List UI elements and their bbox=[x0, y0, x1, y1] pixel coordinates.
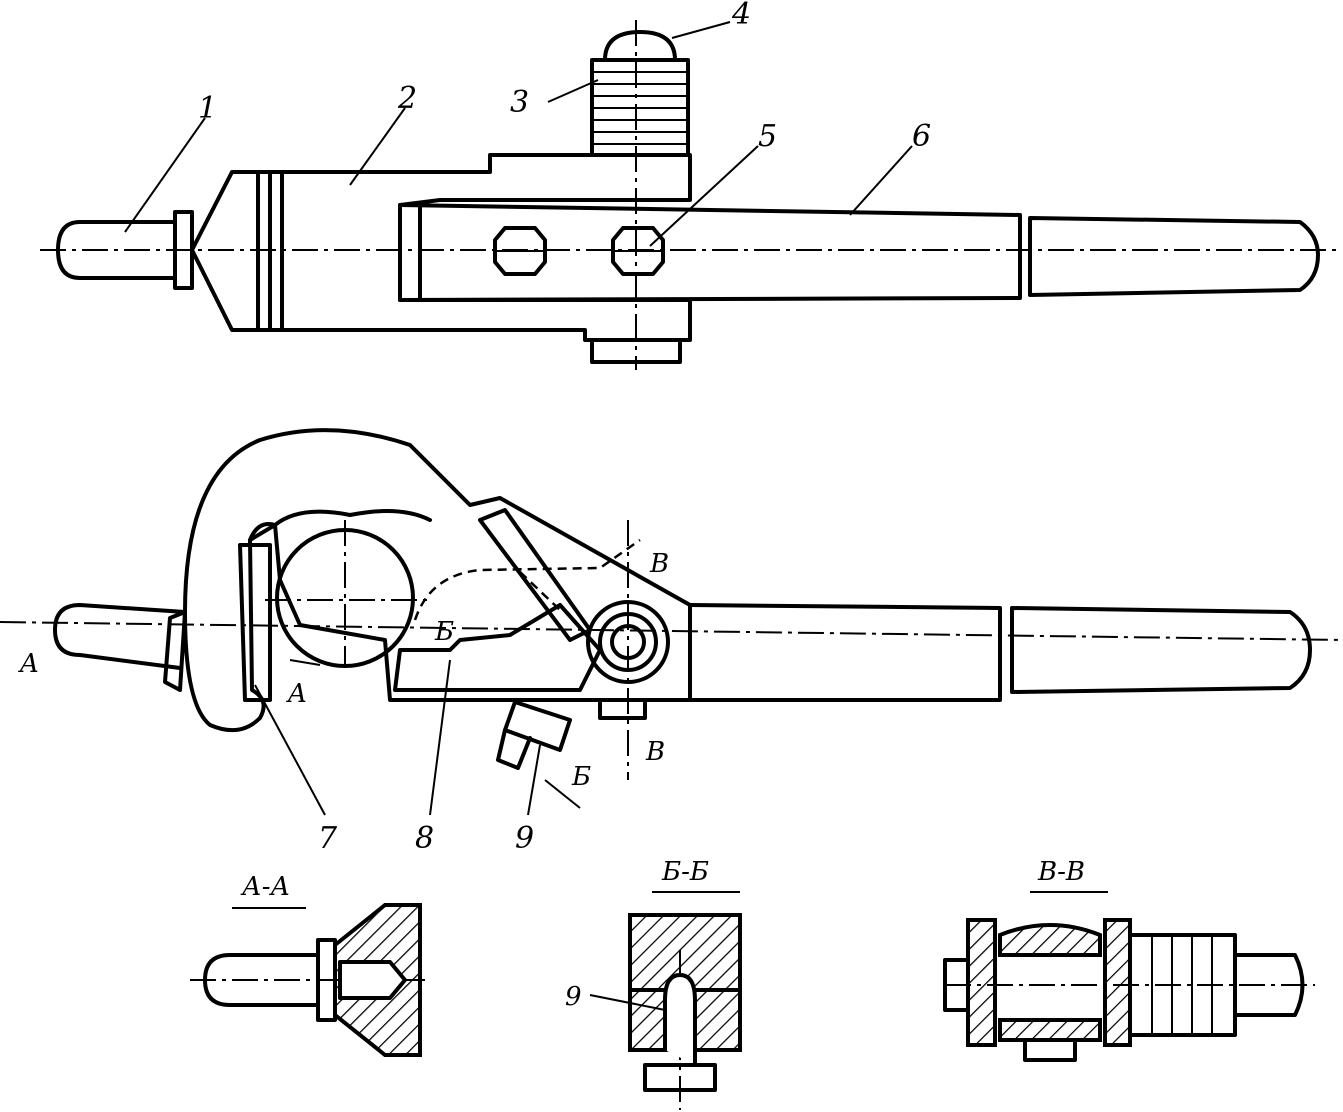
hook-inner bbox=[248, 509, 432, 542]
section-mark-v-lower: В bbox=[645, 737, 665, 767]
label-part-5: 5 bbox=[758, 119, 777, 154]
hook-body bbox=[183, 428, 692, 733]
lever-part-8 bbox=[393, 603, 602, 692]
section-aa: А-А bbox=[190, 872, 425, 1057]
section-vv-tip bbox=[1233, 953, 1305, 1017]
label-part-7: 7 bbox=[318, 821, 338, 856]
section-aa-title: А-А bbox=[240, 872, 290, 902]
section-a-mark bbox=[289, 659, 321, 666]
section-vv-nut bbox=[1023, 1038, 1077, 1062]
section-mark-a-right: A bbox=[286, 679, 307, 709]
section-bb-leader bbox=[589, 994, 666, 1011]
label-part-2: 2 bbox=[397, 81, 417, 116]
front-handle bbox=[688, 603, 1002, 702]
section-bb-screw-head bbox=[643, 1063, 717, 1092]
label-part-6: 6 bbox=[912, 119, 931, 154]
eye-spring-inner bbox=[610, 624, 646, 660]
hex-bolt-1 bbox=[493, 226, 547, 276]
leader-2 bbox=[349, 107, 406, 186]
section-bb-title: Б-Б bbox=[661, 857, 709, 887]
handle-grip bbox=[1028, 216, 1320, 297]
hidden-edge bbox=[413, 538, 641, 621]
front-view: 7 8 9 A A Б Б В В bbox=[0, 428, 1343, 856]
section-vv-title: В-В bbox=[1037, 857, 1085, 887]
section-aa-nut bbox=[316, 938, 337, 1022]
leader-9 bbox=[527, 744, 541, 816]
front-bottom-nut bbox=[598, 698, 647, 720]
section-b-lower-mark bbox=[544, 779, 581, 809]
eye-spring-mid bbox=[598, 612, 658, 672]
screw-head bbox=[496, 728, 532, 770]
cap-part-4 bbox=[603, 30, 677, 62]
section-mark-a-left: A bbox=[18, 649, 39, 679]
section-mark-b-upper: Б bbox=[434, 617, 454, 647]
hex-bolt-2 bbox=[611, 226, 665, 276]
label-part-3: 3 bbox=[510, 85, 529, 120]
roller bbox=[275, 528, 415, 668]
leader-1 bbox=[124, 117, 206, 233]
leader-4 bbox=[671, 21, 731, 39]
section-aa-insert bbox=[338, 960, 407, 1000]
section-vv-base bbox=[998, 1018, 1102, 1042]
label-part-9: 9 bbox=[515, 821, 534, 856]
section-vv-spring bbox=[1128, 933, 1237, 1037]
section-vv-end bbox=[943, 958, 970, 1012]
screw-part-9 bbox=[503, 700, 572, 752]
label-part-1: 1 bbox=[198, 91, 217, 126]
section-bb-label-9: 9 bbox=[565, 982, 582, 1012]
section-bb-screw bbox=[663, 973, 697, 1067]
hidden-edge-2 bbox=[519, 571, 561, 611]
leader-7 bbox=[254, 684, 326, 816]
section-vv-plate-left bbox=[966, 918, 997, 1047]
body-part-2 bbox=[190, 153, 692, 342]
handle-part-6 bbox=[398, 203, 1022, 302]
eye-spring-outer bbox=[586, 600, 670, 684]
section-aa-pin bbox=[203, 953, 320, 1007]
bottom-nut bbox=[590, 338, 682, 364]
leader-5 bbox=[649, 145, 759, 247]
section-vv-cap bbox=[998, 923, 1102, 957]
jaw-part-7 bbox=[238, 543, 272, 702]
front-pin-nut bbox=[163, 610, 187, 692]
pin-part-1 bbox=[56, 220, 177, 280]
section-vv: В-В bbox=[943, 857, 1315, 1062]
pin-nut bbox=[173, 210, 194, 290]
leader-8 bbox=[429, 659, 451, 816]
leader-3 bbox=[547, 79, 599, 103]
leader-6 bbox=[849, 145, 913, 216]
top-view: 1 2 3 4 5 6 bbox=[40, 0, 1340, 370]
section-mark-b-lower: Б bbox=[571, 762, 591, 792]
section-mark-v-upper: В bbox=[649, 549, 669, 579]
label-part-8: 8 bbox=[415, 821, 434, 856]
label-part-4: 4 bbox=[731, 0, 751, 32]
front-axis-line bbox=[0, 621, 1343, 641]
section-vv-plate-right bbox=[1103, 918, 1132, 1047]
section-bb: Б-Б 9 bbox=[565, 857, 742, 1110]
front-pin bbox=[53, 603, 187, 670]
front-handle-grip bbox=[1010, 606, 1312, 694]
